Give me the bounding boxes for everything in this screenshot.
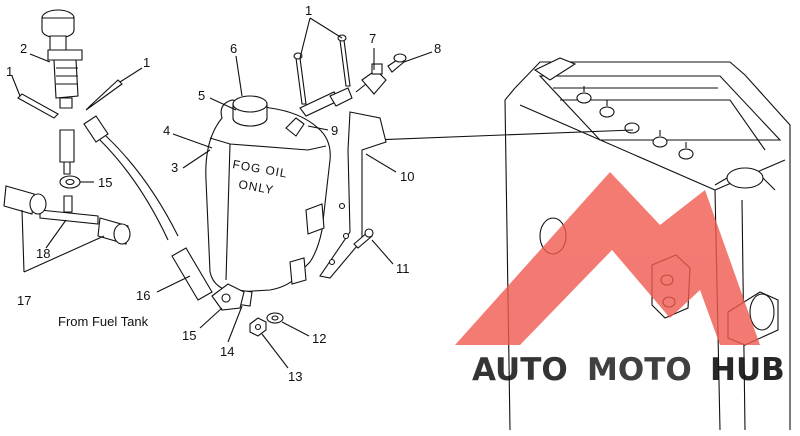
watermark-logo-mark xyxy=(455,172,760,345)
callout-15-lower: 15 xyxy=(182,328,196,343)
watermark-text-auto: AUTO xyxy=(472,352,568,388)
callout-1-mid: 1 xyxy=(143,55,150,70)
oil-pump xyxy=(41,9,83,109)
callout-17: 17 xyxy=(17,293,31,308)
callout-5: 5 xyxy=(198,88,205,103)
oil-level-sensor xyxy=(355,63,387,95)
from-fuel-tank-caption: From Fuel Tank xyxy=(58,314,149,329)
callout-9: 9 xyxy=(331,123,338,138)
callout-14: 14 xyxy=(220,344,234,359)
callout-11: 11 xyxy=(396,261,410,276)
watermark-text-moto: MOTO xyxy=(587,352,692,388)
tee-fitting xyxy=(39,209,99,225)
watermark: AUTO MOTO HUB xyxy=(455,172,785,388)
callout-3: 3 xyxy=(171,160,178,175)
callout-18: 18 xyxy=(36,246,50,261)
callout-16: 16 xyxy=(136,288,150,303)
callout-1-left: 1 xyxy=(6,64,13,79)
watermark-text-hub: HUB xyxy=(710,352,785,388)
screw xyxy=(387,53,407,73)
leader-lines xyxy=(11,17,433,369)
callout-4: 4 xyxy=(163,123,170,138)
callout-15-upper: 15 xyxy=(98,175,112,190)
tank-label-line2: ONLY xyxy=(237,177,275,197)
callout-13: 13 xyxy=(288,369,302,384)
oil-tank: FOG OIL ONLY xyxy=(205,95,331,293)
routing-line xyxy=(371,129,634,141)
callout-8: 8 xyxy=(434,41,441,56)
callout-2: 2 xyxy=(20,41,27,56)
callout-10: 10 xyxy=(400,169,414,184)
oil-hose xyxy=(171,247,213,301)
callout-6: 6 xyxy=(230,41,237,56)
callout-12: 12 xyxy=(312,331,326,346)
callout-7: 7 xyxy=(369,31,376,46)
callout-1-top: 1 xyxy=(305,3,312,18)
callout-numbers: 1 1 1 2 3 4 5 6 7 8 9 10 11 12 13 14 15 … xyxy=(6,3,441,384)
bolt xyxy=(293,34,351,105)
check-valve xyxy=(3,185,131,245)
mounting-bracket xyxy=(319,111,387,279)
